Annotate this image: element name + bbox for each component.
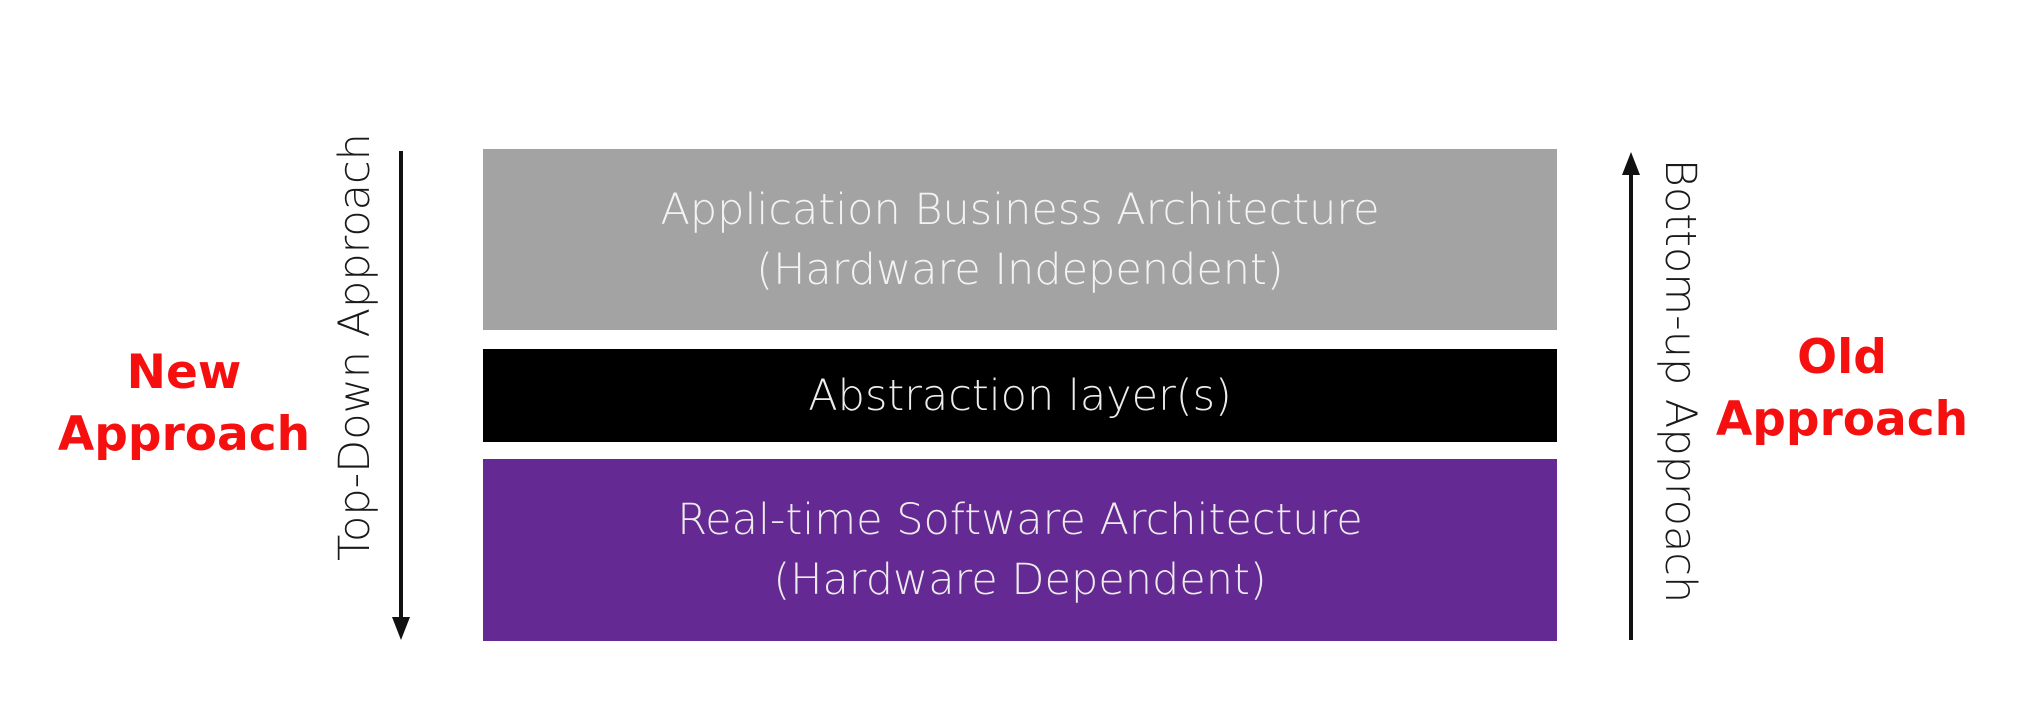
new-approach-line2: Approach	[57, 407, 311, 462]
layer-rt-subtitle: (Hardware Dependent)	[773, 555, 1267, 605]
layer-rt-title: Real-time Software Architecture	[677, 495, 1363, 545]
down-arrow-icon	[392, 151, 410, 640]
old-approach-line2: Approach	[1715, 392, 1969, 447]
top-down-approach-text: Top-Down Approach	[330, 133, 380, 561]
up-arrow-icon	[1622, 152, 1640, 640]
layer-app-subtitle: (Hardware Independent)	[756, 244, 1284, 295]
old-approach-label: Old Approach	[1692, 327, 1992, 451]
layer-abs-title: Abstraction layer(s)	[808, 370, 1232, 421]
layer-app-title: Application Business Architecture	[660, 184, 1380, 235]
realtime-software-architecture-layer: Real-time Software Architecture (Hardwar…	[483, 459, 1557, 641]
new-approach-label: New Approach	[34, 342, 334, 466]
application-business-architecture-layer: Application Business Architecture (Hardw…	[483, 149, 1557, 330]
abstraction-layer: Abstraction layer(s)	[483, 349, 1557, 442]
new-approach-line1: New	[126, 345, 242, 400]
old-approach-line1: Old	[1797, 330, 1887, 385]
